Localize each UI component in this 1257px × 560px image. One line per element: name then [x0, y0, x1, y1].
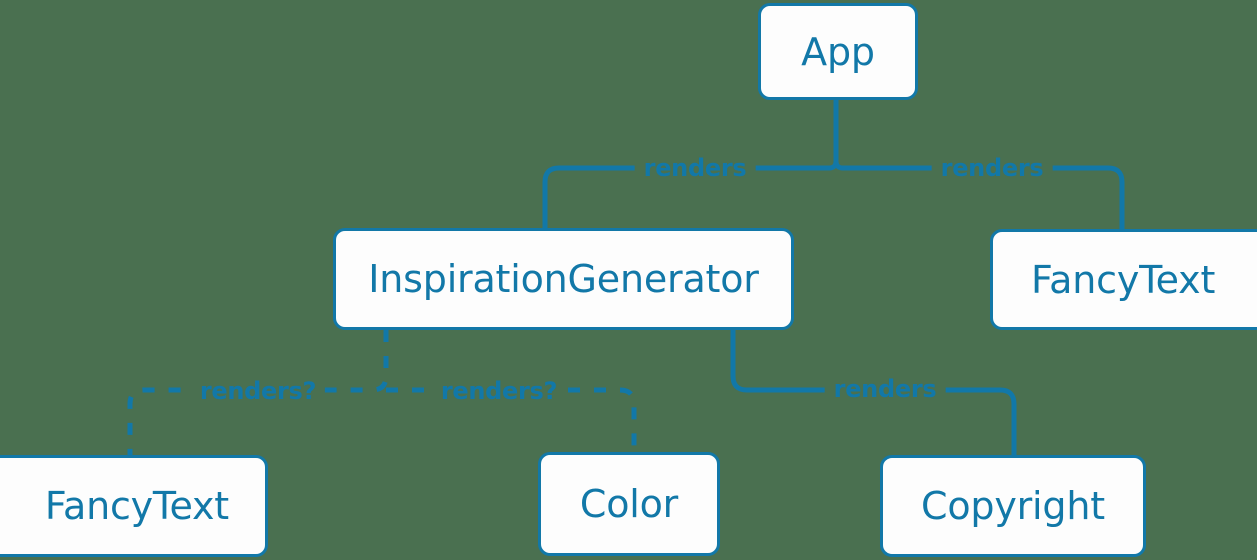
node-app[interactable]: App [758, 3, 918, 100]
edge-app-to-fancytext-top [840, 165, 1125, 232]
node-inspirationgenerator-label: InspirationGenerator [368, 257, 759, 301]
edge-app-stem [826, 97, 839, 171]
node-color[interactable]: Color [538, 452, 720, 556]
node-copyright[interactable]: Copyright [880, 455, 1146, 557]
node-copyright-label: Copyright [921, 484, 1105, 528]
node-fancytext-bottom[interactable]: FancyText [0, 455, 268, 557]
edge-app-to-inspirationgenerator [542, 165, 832, 231]
edge-inspirationgenerator-to-color [386, 387, 637, 452]
node-app-label: App [801, 29, 875, 74]
edge-label-app-to-inspirationgenerator: renders [634, 156, 756, 180]
edge-label-inspirationgenerator-to-fancytext-bottom: renders? [190, 379, 326, 403]
edge-label-inspirationgenerator-to-copyright: renders [824, 377, 946, 401]
node-fancytext-top-label: FancyText [1031, 257, 1216, 302]
node-inspirationgenerator[interactable]: InspirationGenerator [333, 228, 794, 330]
node-color-label: Color [579, 482, 679, 526]
node-fancytext-top[interactable]: FancyText [990, 229, 1257, 330]
edge-label-app-to-fancytext-top: renders [931, 156, 1053, 180]
node-fancytext-bottom-label: FancyText [44, 484, 229, 528]
edge-label-inspirationgenerator-to-color: renders? [431, 379, 567, 403]
